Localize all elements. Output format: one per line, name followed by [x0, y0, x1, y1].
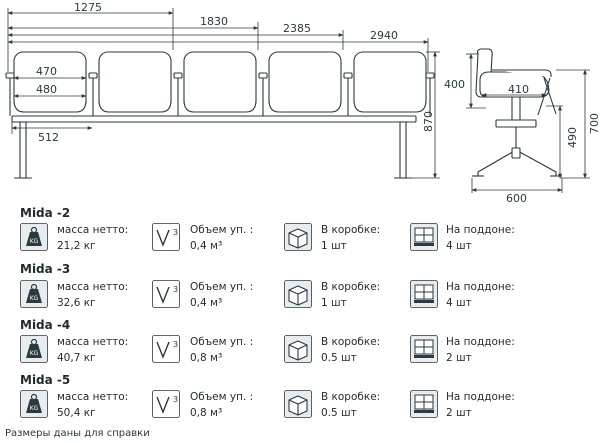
volume-label: Объем уп. : [190, 224, 254, 236]
technical-drawing: 1275 1830 2385 2940 [5, 1, 600, 205]
box-label: В коробке: [321, 391, 381, 403]
volume-cell: Объем уп. : 0,4 м³ [190, 280, 253, 310]
dim-2940: 2940 [370, 29, 398, 42]
volume-label: Объем уп. : [190, 281, 254, 293]
volume-cell: Объем уп. : 0,8 м³ [190, 335, 253, 365]
weight-value: 50,4 кг [57, 407, 96, 419]
box-label: В коробке: [321, 281, 381, 293]
kg-weight-icon: KG [20, 280, 48, 308]
inner-dimensions [11, 76, 93, 134]
model-name: Mida -3 [20, 262, 71, 276]
volume-value: 0,8 м³ [190, 407, 223, 419]
volume-v3-icon: 3 [152, 390, 180, 418]
box-icon [284, 335, 312, 363]
kg-icon-text: KG [30, 405, 39, 412]
model-name: Mida -4 [20, 318, 71, 332]
dim-700: 700 [588, 113, 600, 134]
kg-icon-text: KG [30, 350, 39, 357]
dim-1275: 1275 [74, 1, 102, 14]
box-cell: В коробке: 0.5 шт [321, 390, 380, 420]
weight-label: масса нетто: [57, 391, 129, 403]
kg-icon-text: KG [30, 295, 39, 302]
volume-v3-icon: 3 [152, 335, 180, 363]
volume-cell: Объем уп. : 0,8 м³ [190, 390, 253, 420]
box-value: 0.5 шт [321, 407, 357, 419]
pallet-cell: На поддоне: 4 шт [446, 280, 515, 310]
box-icon [284, 223, 312, 251]
volume-icon-text: 3 [173, 395, 178, 404]
box-label: В коробке: [321, 224, 381, 236]
dim-600: 600 [506, 192, 527, 205]
pallet-value: 2 шт [446, 352, 472, 364]
dim-480: 480 [36, 83, 57, 96]
side-dimensions [466, 53, 590, 193]
volume-label: Объем уп. : [190, 391, 254, 403]
pallet-label: На поддоне: [446, 336, 515, 348]
box-cell: В коробке: 0.5 шт [321, 335, 380, 365]
weight-value: 32,6 кг [57, 297, 96, 309]
pallet-value: 2 шт [446, 407, 472, 419]
volume-icon-text: 3 [173, 285, 178, 294]
dim-1830: 1830 [200, 15, 228, 28]
kg-weight-icon: KG [20, 390, 48, 418]
pallet-cell: На поддоне: 2 шт [446, 390, 515, 420]
dim-2385: 2385 [283, 22, 311, 35]
volume-cell: Объем уп. : 0,4 м³ [190, 223, 253, 253]
volume-value: 0,8 м³ [190, 352, 223, 364]
volume-v3-icon: 3 [152, 280, 180, 308]
model-name: Mida -2 [20, 206, 71, 220]
dim-870: 870 [422, 111, 435, 132]
kg-weight-icon: KG [20, 335, 48, 363]
volume-icon-text: 3 [173, 340, 178, 349]
volume-v3-icon: 3 [152, 223, 180, 251]
pallet-icon [410, 390, 438, 418]
height-dimension [412, 51, 440, 179]
weight-cell: масса нетто: 32,6 кг [57, 280, 128, 310]
box-value: 1 шт [321, 240, 347, 252]
dim-410: 410 [508, 83, 529, 96]
dim-400: 400 [444, 78, 465, 91]
pallet-label: На поддоне: [446, 224, 515, 236]
volume-value: 0,4 м³ [190, 297, 223, 309]
weight-label: масса нетто: [57, 224, 129, 236]
weight-label: масса нетто: [57, 336, 129, 348]
box-icon [284, 280, 312, 308]
box-cell: В коробке: 1 шт [321, 280, 380, 310]
box-label: В коробке: [321, 336, 381, 348]
weight-cell: масса нетто: 40,7 кг [57, 335, 128, 365]
box-icon [284, 390, 312, 418]
pallet-value: 4 шт [446, 240, 472, 252]
volume-label: Объем уп. : [190, 336, 254, 348]
dim-512: 512 [38, 131, 59, 144]
reference-note: Размеры даны для справки [5, 428, 150, 439]
volume-icon-text: 3 [173, 228, 178, 237]
box-value: 0.5 шт [321, 352, 357, 364]
weight-cell: масса нетто: 21,2 кг [57, 223, 128, 253]
pallet-label: На поддоне: [446, 281, 515, 293]
weight-label: масса нетто: [57, 281, 129, 293]
volume-value: 0,4 м³ [190, 240, 223, 252]
weight-value: 40,7 кг [57, 352, 96, 364]
top-dimensions [7, 8, 429, 72]
box-cell: В коробке: 1 шт [321, 223, 380, 253]
pallet-icon [410, 280, 438, 308]
box-value: 1 шт [321, 297, 347, 309]
pallet-icon [410, 335, 438, 363]
pallet-cell: На поддоне: 4 шт [446, 223, 515, 253]
pallet-label: На поддоне: [446, 391, 515, 403]
kg-weight-icon: KG [20, 223, 48, 251]
pallet-value: 4 шт [446, 297, 472, 309]
dim-470: 470 [36, 65, 57, 78]
weight-cell: масса нетто: 50,4 кг [57, 390, 128, 420]
pallet-cell: На поддоне: 2 шт [446, 335, 515, 365]
kg-icon-text: KG [30, 238, 39, 245]
side-view-chair [472, 48, 562, 177]
dim-490: 490 [566, 127, 579, 148]
pallet-icon [410, 223, 438, 251]
seat-group [5, 51, 435, 116]
beam-bench-front [11, 115, 417, 179]
model-name: Mida -5 [20, 373, 71, 387]
weight-value: 21,2 кг [57, 240, 96, 252]
